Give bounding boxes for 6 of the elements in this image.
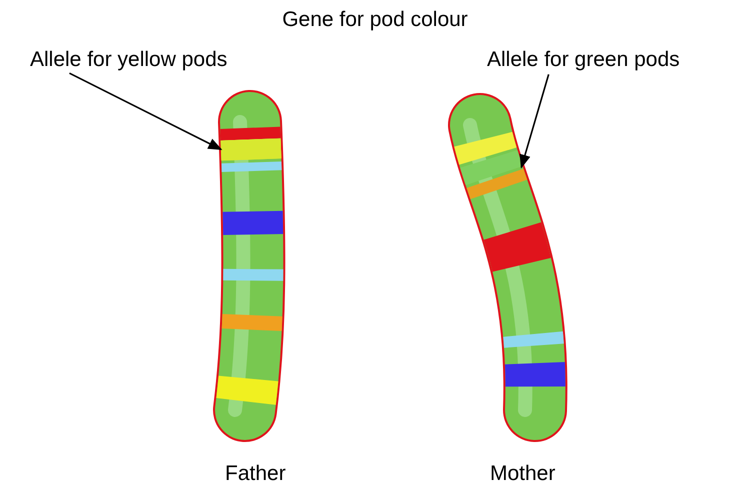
title: Gene for pod colour bbox=[282, 8, 468, 31]
chromosome-caption: Father bbox=[225, 462, 286, 486]
label-text: Allele for yellow pods bbox=[30, 48, 228, 72]
label-text: Allele for green pods bbox=[487, 48, 680, 72]
chromosome-caption: Mother bbox=[490, 462, 556, 486]
leader-line bbox=[69, 72, 222, 150]
